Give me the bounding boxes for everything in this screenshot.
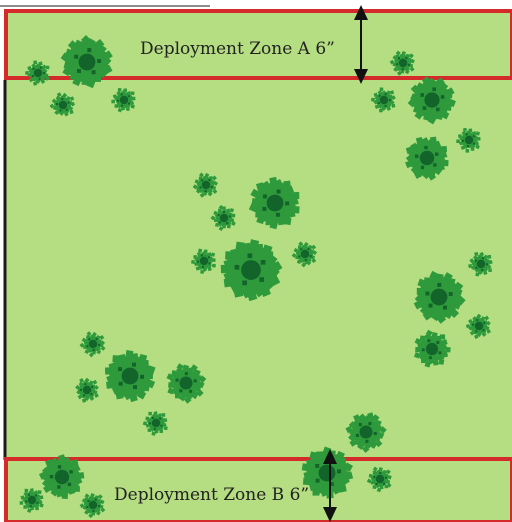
- tree-cluster-icon: [291, 241, 318, 268]
- tree-cluster-icon: [60, 35, 113, 89]
- tree-cluster-icon: [38, 454, 85, 499]
- tree-cluster-icon: [25, 60, 50, 86]
- tree-cluster-icon: [19, 488, 44, 513]
- tree-cluster-icon: [75, 377, 99, 403]
- tree-cluster-icon: [79, 493, 106, 519]
- terrain-layer: [19, 35, 493, 519]
- tree-cluster-icon: [166, 363, 207, 404]
- tree-cluster-icon: [142, 411, 168, 436]
- tree-cluster-icon: [405, 136, 449, 181]
- tree-cluster-icon: [467, 251, 493, 277]
- tree-cluster-icon: [220, 239, 283, 302]
- deployment-zone-a: [4, 9, 512, 80]
- tree-cluster-icon: [111, 87, 136, 113]
- deployment-zone-b-label: Deployment Zone B 6”: [114, 485, 309, 505]
- tree-cluster-icon: [413, 329, 451, 368]
- zone-a-depth-arrow: [354, 5, 368, 84]
- deployment-zone-a-label: Deployment Zone A 6”: [140, 39, 335, 59]
- tree-cluster-icon: [210, 204, 236, 232]
- zone-b-depth-arrow: [323, 449, 337, 522]
- tree-cluster-icon: [413, 270, 466, 324]
- tree-cluster-icon: [105, 349, 156, 403]
- tree-cluster-icon: [192, 172, 219, 198]
- tree-cluster-icon: [465, 313, 491, 339]
- tree-cluster-icon: [456, 127, 481, 153]
- tree-cluster-icon: [301, 446, 354, 499]
- tree-cluster-icon: [407, 76, 456, 125]
- tree-cluster-icon: [345, 412, 387, 453]
- tree-cluster-icon: [191, 248, 216, 274]
- tree-cluster-icon: [248, 176, 300, 230]
- deployment-zone-b: [4, 457, 512, 522]
- tree-cluster-icon: [366, 466, 392, 493]
- tree-cluster-icon: [389, 50, 415, 76]
- tree-cluster-icon: [79, 331, 106, 358]
- tree-cluster-icon: [371, 87, 396, 113]
- tree-cluster-icon: [49, 92, 76, 117]
